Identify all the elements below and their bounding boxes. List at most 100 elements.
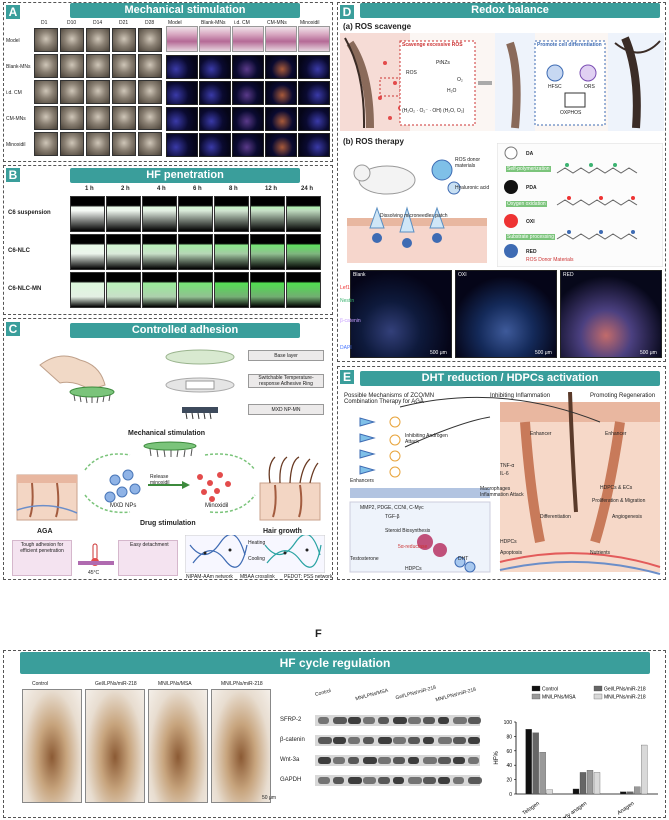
panel-f-blot-band [318, 717, 329, 724]
panel-a-photo [138, 28, 162, 52]
panel-a-photo [34, 28, 58, 52]
panel-f-blot-band [453, 737, 466, 744]
chart-legend-label: MN/LPNs/miR-218 [604, 695, 646, 701]
panel-f-ihc-image [211, 689, 271, 803]
panel-f-ihc-label: Gel/LPNs/miR-218 [95, 681, 137, 687]
panel-b-penetration-image [286, 234, 321, 270]
panel-a-day-label: D10 [67, 20, 77, 26]
chart-bar [627, 791, 634, 795]
panel-b-penetration-image [70, 234, 105, 270]
panel-b-penetration-image [178, 272, 213, 308]
panel-f-blot-band [468, 777, 482, 784]
panel-a-fluo-image [232, 55, 264, 79]
panel-f-blot-band [408, 757, 419, 764]
panel-f-blot-band [408, 777, 422, 784]
panel-b-penetration-image [142, 234, 177, 270]
panel-a-fluo-image [232, 81, 264, 105]
panel-e-skin-background [349, 392, 661, 575]
panel-a-fluo-image [265, 55, 297, 79]
chart-y-tick-label: 20 [506, 778, 512, 784]
panel-a-row-label: Minoxidil [6, 142, 26, 148]
panel-d-a-title: (a) ROS scavenge [343, 22, 412, 31]
panel-e-title: DHT reduction / HDPCs activation [360, 371, 660, 386]
chart-x-tick-label: Anagen [617, 801, 636, 817]
panel-a-photo [112, 106, 136, 130]
panel-a-row-label: Model [6, 38, 20, 44]
panel-d-step-1: Self-polymerization [506, 166, 551, 172]
panel-c-minoxidil-label: Minoxidil [205, 503, 229, 509]
panel-d-fluo-blank [350, 270, 452, 358]
panel-c-cooling-label: Cooling [248, 556, 265, 562]
panel-e-possible: Possible Mechanisms of ZCQ/MN Combinatio… [344, 393, 435, 405]
panel-b-penetration-image [286, 196, 321, 232]
panel-c-title: Controlled adhesion [70, 323, 300, 338]
panel-d-scale-2: 500 μm [535, 350, 552, 356]
panel-f-blot-row-label: SFRP-2 [280, 717, 302, 723]
panel-a-title: Mechanical stimulation [70, 3, 300, 18]
panel-f-ihc-image [85, 689, 145, 803]
panel-e-nutrients: Nutrients [590, 550, 611, 556]
panel-a [3, 2, 333, 162]
panel-f-blot-row-label: β-catenin [280, 737, 305, 743]
panel-f-blot-band [378, 717, 389, 724]
chart-legend-label: Control [542, 687, 558, 693]
panel-f-ihc-scale: 50 μm [262, 795, 276, 801]
panel-e-dht: DHT [458, 556, 469, 562]
panel-a-fluo-image [298, 107, 330, 131]
chart-legend-swatch [531, 693, 541, 700]
panel-f-blot-band [438, 757, 451, 764]
panel-e-enhancer-1: Enhancer [530, 431, 552, 437]
panel-d-scale-1: 500 μm [430, 350, 447, 356]
panel-c-drug-release [104, 469, 231, 503]
panel-a-day-label: D1 [41, 20, 48, 26]
panel-e-enhancer-2: Enhancer [605, 431, 627, 437]
panel-a-fluo-image [265, 81, 297, 105]
panel-b-penetration-image [286, 272, 321, 308]
panel-b-row-label: C6-NLC-MN [8, 286, 42, 292]
panel-f-blot-band [333, 777, 344, 784]
panel-a-he-label: Blank-MNs [201, 20, 226, 26]
chart-bar [586, 770, 594, 795]
panel-c-tough-label: Tough adhesion for efficient penetration [20, 542, 64, 554]
panel-b-row-label: C6-NLC [8, 248, 30, 254]
panel-d-fluo-side-4: DAPI [340, 345, 352, 351]
panel-f-blot-band [363, 777, 376, 784]
panel-f-blot-band [423, 737, 434, 744]
panel-a-photo [86, 80, 110, 104]
panel-f-blot-band [423, 757, 437, 764]
chart-bar [546, 789, 553, 795]
panel-d-fluo-side-3: β-catenin [340, 318, 361, 324]
panel-c-mech-label: Mechanical stimulation [128, 430, 206, 437]
panel-f-blot-band [348, 717, 361, 724]
panel-d-letter: D [340, 5, 354, 19]
panel-c-mxd-label: MXD NPs [110, 503, 137, 509]
panel-f-blot-band [423, 717, 435, 724]
panel-a-fluo-image [199, 81, 231, 105]
panel-f-blot-band [453, 777, 464, 784]
panel-c-hand-illustration [39, 355, 115, 404]
panel-e-prolif: Proliferation & Migration [592, 498, 646, 504]
panel-d-hfsc-label: HFSC [548, 84, 562, 90]
panel-b-time-label: 1 h [85, 186, 94, 192]
panel-d-b-title: (b) ROS therapy [343, 137, 404, 146]
panel-f-blot-band [438, 777, 450, 784]
panel-c-aga-skin [16, 474, 78, 521]
panel-a-letter: A [6, 5, 20, 19]
panel-d-ros-donor-label: ROS donor materials [455, 157, 481, 169]
panel-f-blot-band [348, 757, 359, 764]
panel-d-ros-scavenge-diagram [340, 33, 664, 131]
panel-d-red-note: ROS Donor Materials [526, 257, 574, 263]
panel-f-blot-band [408, 737, 420, 744]
panel-d-formula: (H₂O₂ · O₂⁻ · OH) (H₂O, O₂) [402, 108, 465, 114]
panel-e-hdpcs-2: HDPCs [500, 539, 517, 545]
panel-b-penetration-image [142, 196, 177, 232]
panel-e-reductase: 5α-reductase [398, 544, 428, 550]
panel-f-ihc-image [148, 689, 208, 803]
panel-c-legend-2: MBAA crosslink [240, 574, 275, 580]
panel-e-inhib-inflam: Inhibiting Inflammation [490, 393, 551, 399]
chart-y-tick-label: 40 [506, 763, 512, 769]
panel-f-blot-band [378, 777, 390, 784]
panel-a-fluo-image [166, 133, 198, 157]
panel-c-layer-stack [165, 349, 235, 420]
panel-a-day-label: D14 [93, 20, 103, 26]
